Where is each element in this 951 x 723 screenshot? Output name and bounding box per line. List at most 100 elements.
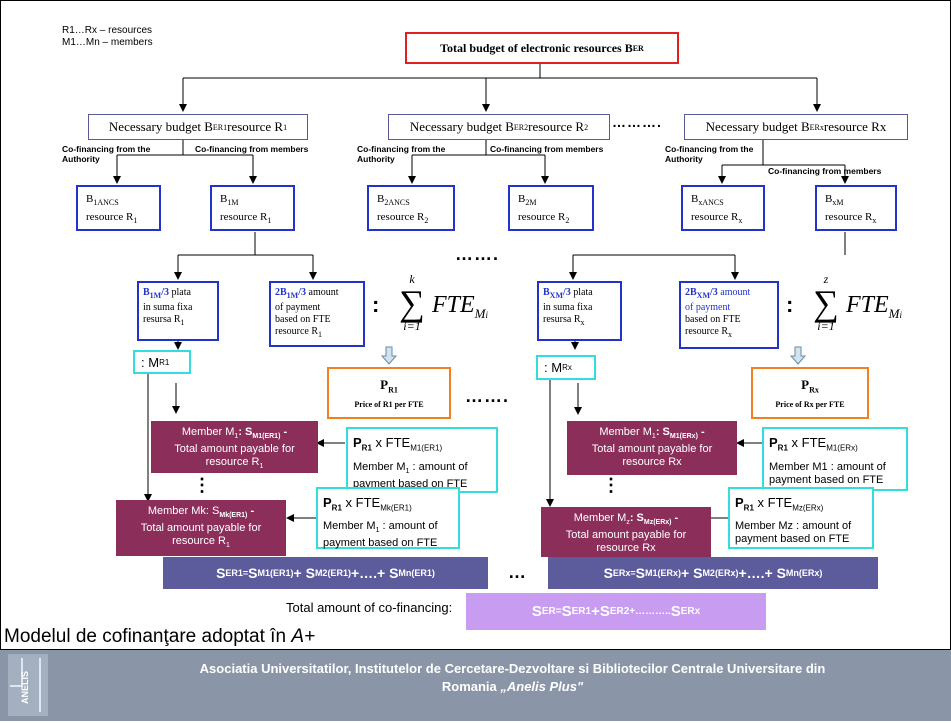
member-a-sub: 1 — [234, 433, 239, 441]
b-resource: resource R — [825, 211, 873, 224]
b-sub: 1ANCS — [93, 198, 119, 208]
fte-p-sub: R1 — [777, 443, 788, 453]
price-box-1: PR1 Price of R1 per FTE — [327, 367, 451, 419]
resource-budget-label: Necessary budget B — [705, 119, 810, 134]
footer-line2: Romania — [441, 679, 501, 694]
resource-name: resource R — [227, 119, 284, 134]
total-b-sub: ER2+……….. — [609, 606, 671, 617]
sum-formula-x: z ∑ i=1 — [806, 272, 846, 334]
member-line2: Total amount payable for — [174, 443, 295, 456]
m-label: : M — [544, 360, 563, 375]
sum-upper: z — [823, 272, 829, 286]
fte-payment-box-1: 2B1M/3 amount of payment based on FTE re… — [269, 281, 365, 347]
resource-name: resource R — [528, 119, 585, 134]
cofin-members-1: Co-financing from members — [195, 144, 309, 154]
fte-line2-sub: 1 — [405, 467, 410, 475]
fte-x: x FTE — [371, 435, 411, 450]
member-line3: resource Rx — [596, 542, 656, 555]
total-c: S — [670, 603, 681, 620]
fte-subsub: i — [485, 309, 489, 320]
fte-line3: based on FTE — [685, 314, 741, 325]
total-s: S — [531, 603, 542, 620]
sum-lower: i=1 — [403, 319, 421, 333]
resource-budget-sub: ER2 — [513, 122, 529, 132]
b-box-1m: B1M resource R1 — [210, 185, 295, 231]
member-line2: Total amount payable for — [140, 522, 262, 535]
footer-line1: Asociatia Universitatilor, Institutelor … — [199, 661, 826, 676]
total-c-sub: ERx — [680, 606, 701, 617]
member-line3-sub: 1 — [225, 542, 230, 550]
fixed-head-tail: /3 — [161, 287, 170, 298]
fixed-line3: resursa R — [143, 314, 181, 325]
fixed-line2: in suma fixa — [543, 302, 593, 313]
fte-head: 2B — [275, 287, 287, 298]
member-line3: resource R — [205, 456, 260, 469]
fte-line3: payment based on FTE — [769, 473, 884, 486]
b-box-2ancs: B2ANCS resource R2 — [367, 185, 455, 231]
total-a-sub: ER1 — [571, 606, 592, 617]
fte-text: FTE — [432, 292, 475, 318]
b-resource: resource R — [220, 211, 268, 224]
member-b-sub: M1(ER1) — [252, 433, 281, 441]
fixed-payment-box-1: B1M/3 plata in suma fixa resursa R1 — [137, 281, 219, 341]
sum-t3: +….+ S — [350, 565, 399, 581]
resource-name-sub: 2 — [584, 122, 589, 132]
sum-s: S — [216, 565, 226, 581]
resource-budget-label: Necessary budget B — [409, 119, 514, 134]
fte-line3: payment based on FTE — [735, 532, 850, 545]
fte-line2-sub: 1 — [375, 526, 380, 534]
total-b: +S — [591, 603, 610, 620]
sum-t3: +….+ S — [738, 565, 786, 581]
member-1-box-right: Member M1: SM1(ERx) - Total amount payab… — [567, 421, 737, 475]
b-label: B — [377, 193, 385, 205]
fte-line1: amount — [717, 287, 751, 298]
fte-p: P — [735, 495, 744, 510]
vertical-dots-left: ⋮ — [193, 475, 211, 495]
b-resource-sub: 2 — [424, 216, 429, 226]
b-box-2m: B2M resource R2 — [508, 185, 594, 231]
footer-line2-italic: „Anelis Plus" — [500, 679, 584, 694]
sum-t1-sub: M1(ERx) — [645, 568, 682, 578]
fixed-head-sub: 1M — [149, 291, 162, 300]
cofin-members-x: Co-financing from members — [768, 166, 882, 176]
sum-formula-1: k ∑ i=1 — [392, 272, 432, 334]
sum-upper: k — [409, 272, 415, 286]
fte-x-sub: Mz(ERx) — [792, 503, 824, 513]
fte-line4: resource R — [685, 326, 729, 337]
total-budget-label: Total budget of electronic resources B — [440, 40, 633, 55]
member-b-sub: M1(ERx) — [669, 433, 698, 441]
price-p: P — [380, 377, 389, 392]
member-line2: Total amount payable for — [565, 529, 687, 542]
connector-lines — [113, 62, 849, 522]
total-budget-sub: ER — [632, 43, 644, 53]
total-label: Total amount of co-financing: — [286, 600, 453, 615]
price-p: P — [801, 377, 810, 392]
fte-sub: M — [888, 305, 900, 321]
b-resource: resource R — [518, 211, 566, 224]
total-s-sub: ER= — [541, 606, 562, 617]
vertical-dots-right: ⋮ — [602, 475, 620, 495]
fte-line2b: : amount of — [379, 519, 438, 532]
sum-s-sub: ER1= — [225, 568, 249, 578]
fte-payment-detail-1-left: PR1 x FTEM1(ER1) Member M1 : amount of p… — [346, 427, 498, 493]
member-line3: resource R — [172, 535, 226, 548]
fte-p: P — [323, 495, 332, 510]
b-resource-sub: 1 — [133, 216, 138, 226]
footer-text: Asociatia Universitatilor, Institutelor … — [80, 660, 945, 696]
fte-p: P — [353, 435, 362, 450]
m-label: : M — [141, 354, 160, 370]
fte-x: x FTE — [341, 495, 381, 510]
b-label: B — [518, 193, 526, 205]
b-sub: 2M — [525, 198, 537, 208]
cofin-authority-x: Co-financing from the Authority — [665, 144, 754, 164]
member-a: Member Mk: S — [147, 505, 220, 517]
b-resource: resource R — [86, 211, 134, 224]
down-arrow-icon — [789, 346, 807, 365]
fte-head-sub: 1M — [286, 291, 299, 300]
b-resource-sub: 2 — [565, 216, 570, 226]
fte-x-sub: M1(ERx) — [826, 443, 858, 453]
fte-line4: resource R — [275, 326, 319, 337]
member-a-sub: z — [626, 519, 630, 527]
